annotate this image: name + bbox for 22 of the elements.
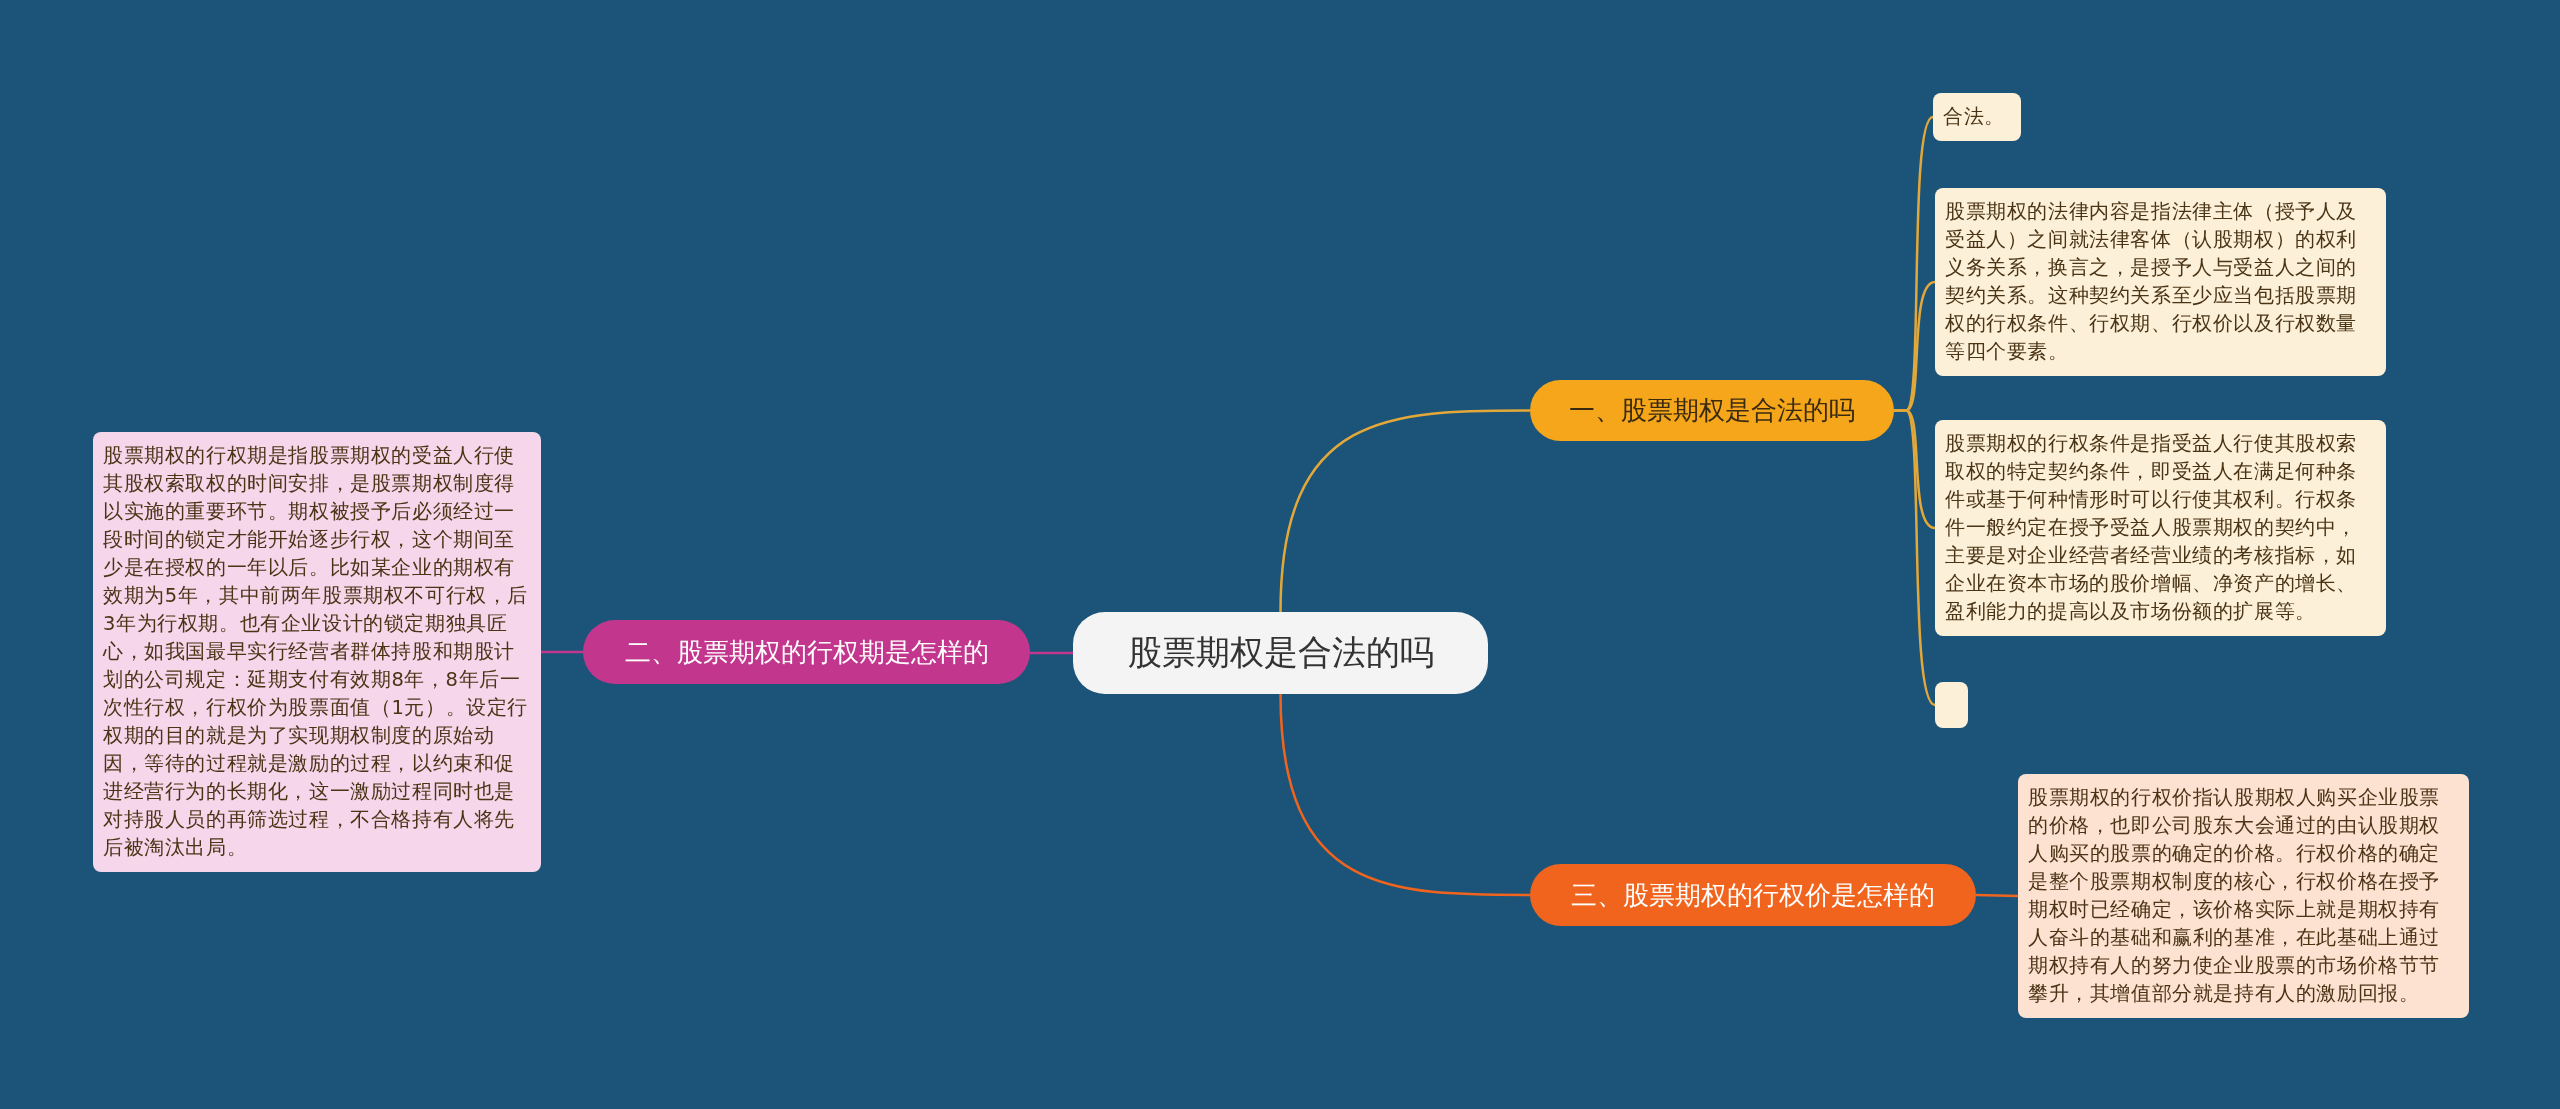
topic-label: 一、股票期权是合法的吗	[1569, 394, 1855, 427]
topic-label: 三、股票期权的行权价是怎样的	[1571, 878, 1935, 912]
topic-label: 股票期权是合法的吗	[1127, 631, 1434, 674]
connector-line	[1279, 693, 1530, 897]
connector-line	[541, 650, 583, 654]
note-text: 合法。	[1943, 104, 2006, 130]
topic-label: 二、股票期权的行权期是怎样的	[624, 635, 989, 669]
note-card	[1933, 93, 2021, 141]
topic-pill	[1530, 380, 1894, 441]
connector-line	[1279, 409, 1530, 613]
note-card	[1935, 188, 2386, 376]
note-card	[1935, 420, 2386, 636]
connector-line	[1894, 409, 1936, 706]
connector-line	[1030, 651, 1073, 655]
note-text: 股票期权的行权期是指股票期权的受益人行使其股权索取权的时间安排，是股票期权制度得以实施的重要环节。期权被授予后必须经过一段时间的锁定才能开始逐步行权，这个期间至少是在授权的一年以后。比如某企业的期权有效期为5年，其中前两年股票期权不可行权，后3年为行权期。也有企业设计的锁定期独具匠心，如我国最早实行经营者群体持股和期股计划的公司规定：延期支付有效期8年，8年后一次性行权，行权价为股票面值（1元）。设定行权期的目的就是为了实现期权制度的原始动因，等待的过程就是激励的过程，以约束和促进经营行为的长期化，这一激励过程同时也是对持股人员的再筛选过程，不合格持有人将先后被淘汰出局。	[103, 443, 529, 861]
note-text: 股票期权的法律内容是指法律主体（授予人及受益人）之间就法律客体（认股期权）的权利义务关系，换言之，是授予人与受益人之间的契约关系。这种契约关系至少应当包括股票期权的行权条件、行权期、行权价以及行权数量等四个要素。	[1945, 199, 2358, 365]
note-card	[2018, 774, 2469, 1018]
note-card	[1935, 682, 1968, 728]
note-text: 股票期权的行权条件是指受益人行使其股权索取权的特定契约条件，即受益人在满足何种条件或基于何种情形时可以行使其权利。行权条件一般约定在授予受益人股票期权的契约中，主要是对企业经营者经营业绩的考核指标，如企业在资本市场的股价增幅、净资产的增长、盈利能力的提高以及市场份额的扩展等。	[1945, 431, 2358, 625]
central-topic	[1073, 612, 1488, 694]
note-text: 股票期权的行权价指认股期权人购买企业股票的价格，也即公司股东大会通过的由认股期权人购买的股票的确定的价格。行权价格的确定是整个股票期权制度的核心，行权价格在授予期权时已经确定，该价格实际上就是期权持有人奋斗的基础和赢利的基准，在此基础上通过期权持有人的努力使企业股票的市场价格节节攀升，其增值部分就是持有人的激励回报。	[2028, 785, 2441, 1007]
connector-line	[1975, 893, 2019, 898]
